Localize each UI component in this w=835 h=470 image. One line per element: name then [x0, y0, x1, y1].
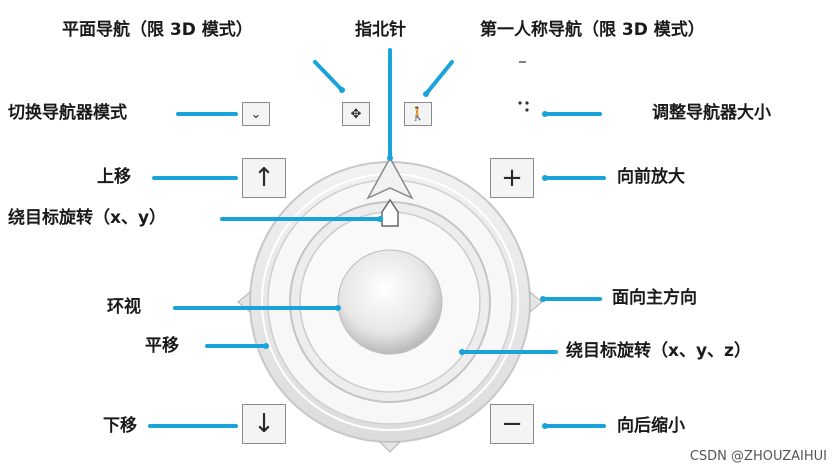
label-resize: 调整导航器大小 — [652, 103, 771, 123]
label-look-around: 环视 — [107, 297, 141, 317]
label-orbit-xy: 绕目标旋转（x、y） — [8, 208, 166, 228]
zoom-in-button[interactable]: + — [490, 158, 534, 198]
label-compass: 指北针 — [355, 20, 406, 40]
move-up-button[interactable]: ↑ — [242, 158, 286, 198]
plane-nav-button[interactable]: ✥ — [342, 102, 370, 126]
label-move-down: 下移 — [103, 416, 137, 436]
first-person-button[interactable]: 🚶 — [404, 102, 432, 126]
switch-mode-button[interactable]: ⌄ — [242, 102, 270, 126]
label-switch-mode: 切换导航器模式 — [8, 103, 127, 123]
resize-grip-icon[interactable] — [518, 101, 528, 111]
label-zoom-out: 向后缩小 — [617, 416, 685, 436]
label-face-north: 面向主方向 — [612, 288, 697, 308]
look-around-ball[interactable] — [338, 250, 442, 354]
label-pan: 平移 — [145, 336, 179, 356]
label-first-person: 第一人称导航（限 3D 模式） — [480, 20, 705, 40]
move-down-button[interactable]: ↓ — [242, 404, 286, 444]
zoom-out-button[interactable]: − — [490, 404, 534, 444]
face-direction-bottom[interactable] — [380, 442, 400, 452]
watermark: CSDN @ZHOUZAIHUI — [690, 449, 827, 464]
label-move-up: 上移 — [97, 167, 131, 187]
face-direction-right[interactable] — [530, 292, 542, 312]
label-plane-nav: 平面导航（限 3D 模式） — [62, 20, 253, 40]
label-zoom-in: 向前放大 — [617, 167, 685, 187]
label-orbit-xyz: 绕目标旋转（x、y、z） — [566, 341, 751, 361]
